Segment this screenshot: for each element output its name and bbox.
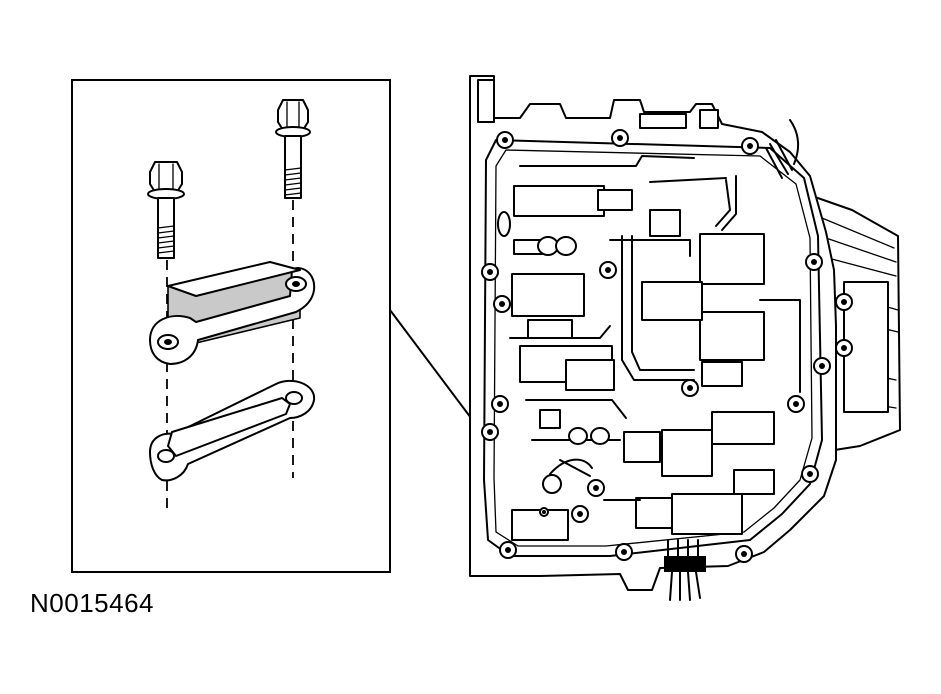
bolt-long (275, 99, 311, 199)
figure-id-label: N0015464 (30, 588, 154, 618)
gasket (149, 379, 316, 482)
fluid-passages (509, 155, 801, 501)
bolt-short (147, 161, 185, 259)
wiring-harness (664, 539, 706, 601)
bore-details (497, 211, 610, 517)
cover-plate (149, 261, 316, 365)
valve-body-assembly (469, 75, 901, 601)
solenoid-blocks (511, 185, 775, 541)
